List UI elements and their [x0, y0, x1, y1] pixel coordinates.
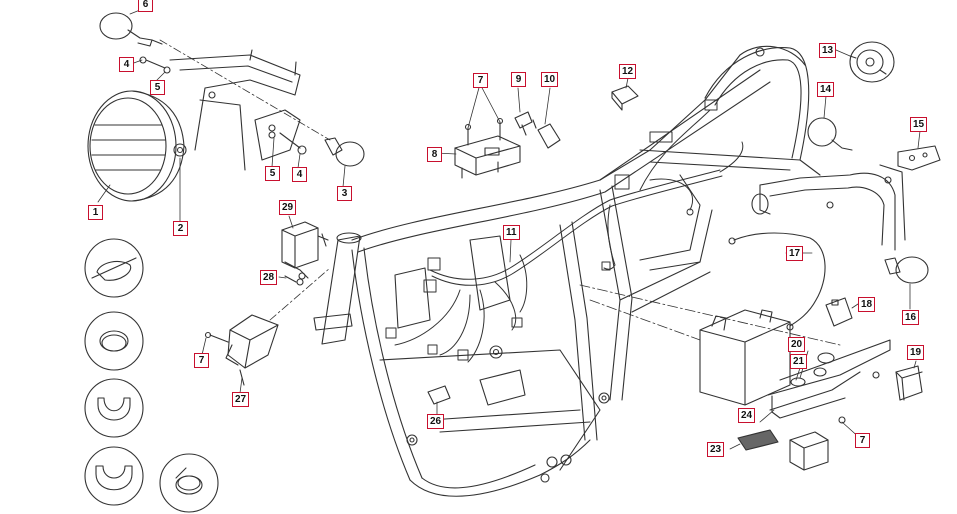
callout-17[interactable]: 17 [786, 246, 804, 261]
wiring-harness [385, 99, 744, 363]
callout-15[interactable]: 15 [910, 117, 928, 132]
bolt-part-28 [284, 275, 304, 286]
callout-9[interactable]: 9 [511, 72, 526, 87]
callout-7[interactable]: 7 [473, 73, 488, 88]
switch-part-18 [825, 297, 853, 327]
ecu-part-8 [454, 117, 521, 179]
callout-21[interactable]: 21 [790, 354, 808, 369]
turn-signal-rear-left [807, 117, 853, 151]
callout-24[interactable]: 24 [738, 408, 756, 423]
fuse-part-12 [611, 85, 639, 111]
inset-detail-circles [84, 238, 219, 513]
callout-7[interactable]: 7 [855, 433, 870, 448]
callout-2[interactable]: 2 [173, 221, 188, 236]
callout-18[interactable]: 18 [858, 297, 876, 312]
horn-part-13 [849, 41, 895, 83]
callout-11[interactable]: 11 [503, 225, 520, 240]
callout-5[interactable]: 5 [265, 166, 280, 181]
callout-26[interactable]: 26 [427, 414, 445, 429]
relay-part-19 [895, 365, 923, 401]
headlight [87, 90, 187, 202]
callout-12[interactable]: 12 [619, 64, 637, 79]
callout-10[interactable]: 10 [541, 72, 559, 87]
callout-5[interactable]: 5 [150, 80, 165, 95]
battery-clip [789, 431, 829, 471]
callout-4[interactable]: 4 [119, 57, 134, 72]
turn-signal-front-right [324, 137, 365, 167]
headlight-bracket [159, 39, 331, 171]
callout-8[interactable]: 8 [427, 147, 442, 162]
callout-3[interactable]: 3 [337, 186, 352, 201]
callout-7[interactable]: 7 [194, 353, 209, 368]
battery-and-tray [579, 284, 891, 424]
callout-29[interactable]: 29 [279, 200, 297, 215]
callout-20[interactable]: 20 [788, 337, 806, 352]
callout-1[interactable]: 1 [88, 205, 103, 220]
callout-14[interactable]: 14 [817, 82, 835, 97]
motorcycle-frame [313, 45, 821, 497]
callout-19[interactable]: 19 [907, 345, 925, 360]
callout-28[interactable]: 28 [260, 270, 278, 285]
relay-part-29 [281, 221, 329, 280]
callout-4[interactable]: 4 [292, 167, 307, 182]
bolts-and-washers [139, 56, 307, 155]
rear-fender-bracket [751, 164, 929, 284]
turn-signal-front-left [99, 12, 163, 47]
callout-23[interactable]: 23 [707, 442, 725, 457]
bracket-part-26 [427, 385, 451, 405]
connectors-part-9-10 [514, 111, 561, 149]
callout-27[interactable]: 27 [232, 392, 250, 407]
pad-part-23 [737, 429, 779, 451]
bracket-part-15 [897, 145, 941, 171]
callout-6[interactable]: 6 [138, 0, 153, 12]
callout-16[interactable]: 16 [902, 310, 920, 325]
regulator-part-27 [204, 267, 331, 386]
cable-part-17 [728, 232, 826, 331]
callout-13[interactable]: 13 [819, 43, 837, 58]
